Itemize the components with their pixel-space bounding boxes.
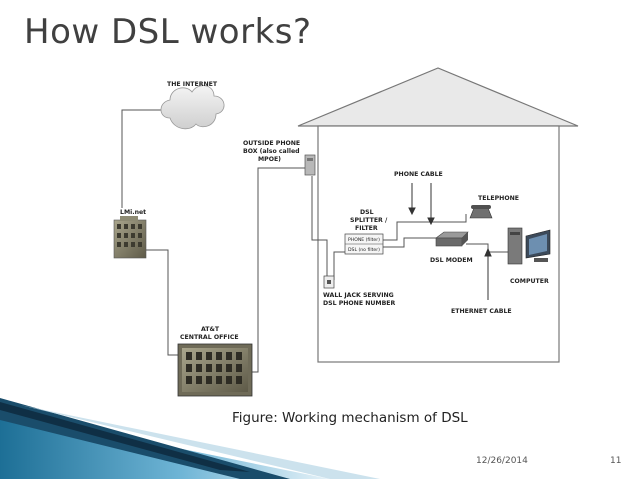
phone-cable-arrows (408, 183, 435, 226)
splitter-dsl-port-label: DSL (no filter) (348, 247, 380, 253)
telephone-icon (469, 205, 493, 219)
footer-date: 12/26/2014 (476, 456, 528, 466)
outside-box-label-line2: BOX (also called (243, 148, 300, 155)
splitter-phone-port-label: PHONE (filter) (348, 237, 380, 243)
outside-phone-box-icon (304, 154, 316, 176)
central-office-label-line2: CENTRAL OFFICE (180, 334, 239, 341)
dsl-modem-label: DSL MODEM (430, 257, 473, 264)
wall-jack-label-line1: WALL JACK SERVING (323, 292, 394, 299)
computer-icon (507, 227, 551, 265)
isp-building-icon (113, 216, 147, 259)
splitter-label-line3: FILTER (355, 225, 378, 232)
internet-label: THE INTERNET (167, 81, 218, 88)
figure-caption: Figure: Working mechanism of DSL (232, 410, 468, 426)
telephone-label: TELEPHONE (478, 195, 519, 202)
central-office-label-line1: AT&T (201, 326, 220, 333)
splitter-label-line1: DSL (360, 209, 374, 216)
central-office-photo (177, 343, 253, 397)
outside-box-label-line3: MPOE) (258, 156, 281, 163)
wall-jack-icon (323, 275, 335, 289)
computer-label: COMPUTER (510, 278, 549, 285)
outside-box-label-line1: OUTSIDE PHONE (243, 140, 300, 147)
footer-page-number: 11 (610, 456, 622, 466)
splitter-box (344, 233, 384, 255)
splitter-label-line2: SPLITTER / (350, 217, 388, 224)
internet-cloud-icon (160, 85, 225, 130)
dsl-modem-icon (435, 231, 469, 247)
isp-label: LMi.net (120, 209, 146, 216)
slide-title: How DSL works? (24, 12, 312, 52)
ethernet-cable-label: ETHERNET CABLE (451, 308, 512, 315)
phone-cable-label: PHONE CABLE (394, 171, 443, 178)
decorative-swoosh (0, 398, 380, 479)
house (297, 67, 579, 363)
ethernet-cable-arrow (484, 247, 492, 300)
wiring (121, 109, 508, 373)
wall-jack-label-line2: DSL PHONE NUMBER (323, 300, 396, 307)
